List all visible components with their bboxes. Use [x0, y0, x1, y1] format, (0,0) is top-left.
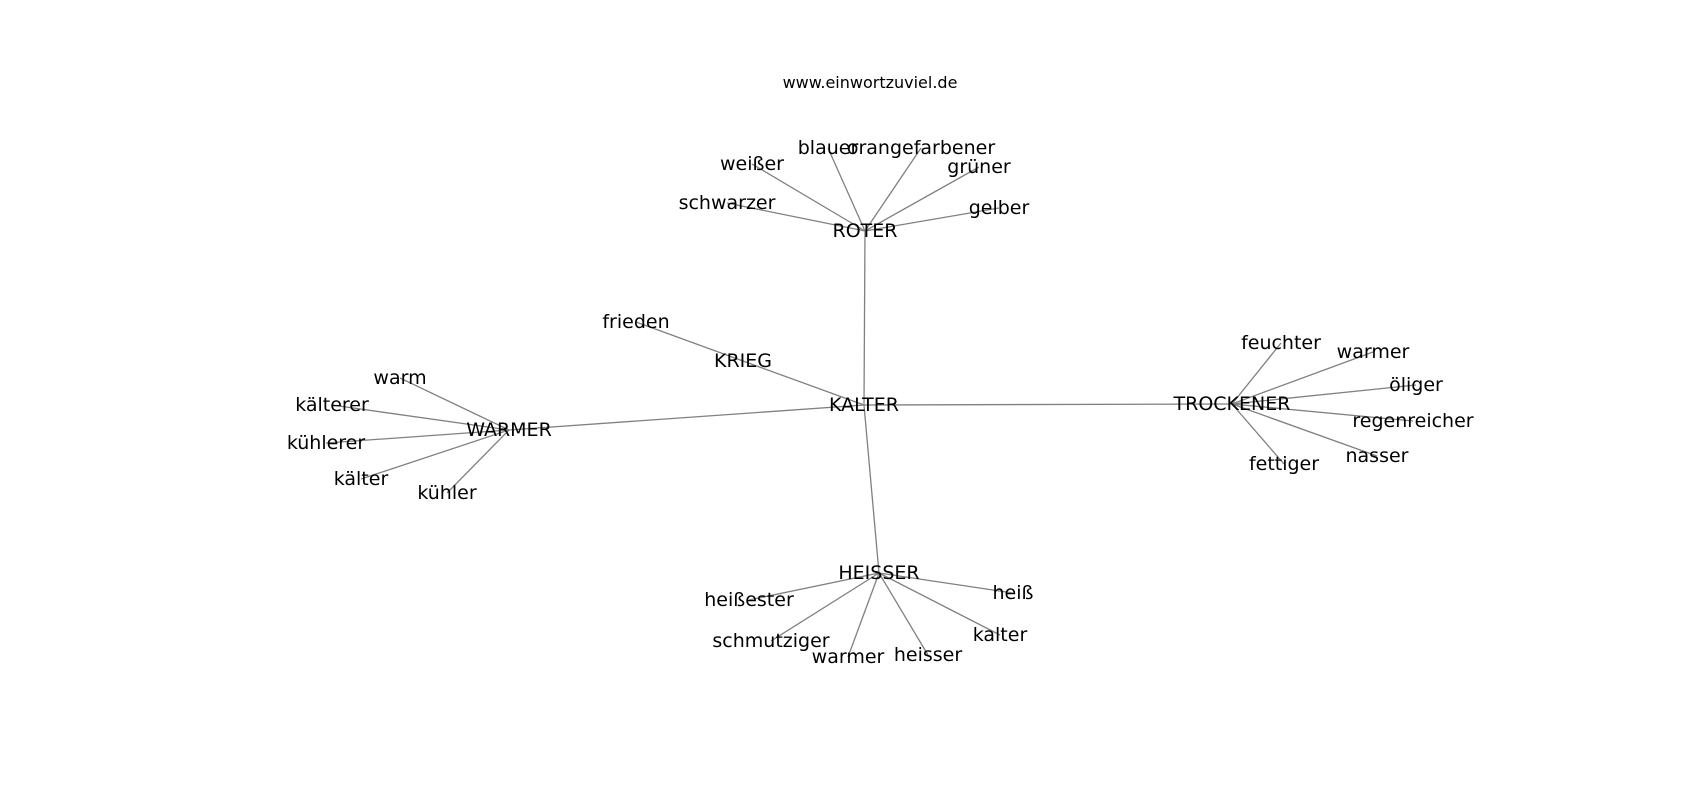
edge-krieg-frieden: [635, 321, 744, 362]
edge-kalter_center-trockener: [863, 403, 1233, 406]
edge-warmer_hub-kaelterer: [331, 404, 510, 431]
node-gruener: grüner: [947, 156, 1011, 178]
edge-trockener-warmer_leaf: [1231, 351, 1374, 405]
edge-kalter_center-warmer_hub: [508, 404, 865, 431]
node-warmer_leaf: warmer: [1337, 341, 1410, 363]
node-kaelterer: kälterer: [295, 394, 369, 416]
node-heisser_hub: HEISSER: [838, 562, 919, 584]
node-heiss: heiß: [993, 582, 1034, 604]
edge-roter-gelber: [864, 207, 1000, 232]
node-kalter_center: KALTER: [829, 394, 899, 416]
node-frieden: frieden: [602, 311, 669, 333]
edge-trockener-regenreicher: [1231, 403, 1414, 422]
edge-heisser_hub-kalter_leaf: [878, 572, 1001, 636]
node-kaelter: kälter: [334, 468, 389, 490]
node-warmer_hub: WARMER: [466, 419, 552, 441]
node-kalter_leaf: kalter: [973, 624, 1028, 646]
node-fettiger: fettiger: [1249, 453, 1319, 475]
node-blauer: blauer: [798, 137, 859, 159]
node-regenreicher: regenreicher: [1352, 410, 1473, 432]
edge-heisser_hub-warmer_leaf2: [847, 572, 880, 658]
edge-heisser_hub-heisser_leaf: [878, 572, 929, 656]
node-weisser: weißer: [720, 153, 784, 175]
node-kuehler: kühler: [417, 482, 476, 504]
node-gelber: gelber: [969, 197, 1030, 219]
edge-kalter_center-roter: [863, 230, 866, 406]
node-feuchter: feuchter: [1241, 332, 1321, 354]
labels-layer: KALTER ROTER KRIEG WARMER TROCKENER HEISSER bl…: [287, 137, 1474, 668]
edge-heisser_hub-schmutziger: [770, 572, 880, 642]
edge-roter-weisser: [751, 163, 866, 232]
site-title: www.einwortzuviel.de: [783, 73, 958, 92]
node-warmer_leaf2: warmer: [812, 646, 885, 668]
node-trockener: TROCKENER: [1173, 393, 1291, 415]
edge-trockener-fettiger: [1231, 403, 1285, 465]
node-roter: ROTER: [833, 220, 898, 242]
node-warm: warm: [373, 367, 426, 389]
edge-heisser_hub-heiss: [878, 572, 1014, 594]
edge-kalter_center-heisser_hub: [863, 404, 880, 574]
node-krieg: KRIEG: [714, 350, 772, 372]
edge-trockener-feuchter: [1231, 342, 1282, 405]
edge-trockener-nasser: [1231, 403, 1378, 457]
node-kuehlerer: kühlerer: [287, 432, 366, 454]
edge-trockener-oeliger: [1231, 384, 1417, 405]
edges-layer: [325, 147, 1417, 658]
node-oeliger: öliger: [1389, 374, 1443, 396]
node-schwarzer: schwarzer: [679, 192, 776, 214]
node-nasser: nasser: [1346, 445, 1409, 467]
edge-warmer_hub-warm: [399, 377, 510, 431]
edge-kalter_center-krieg: [742, 360, 865, 406]
edge-warmer_hub-kuehlerer: [325, 429, 510, 444]
edge-warmer_hub-kuehler: [446, 429, 510, 494]
node-heisser_leaf: heisser: [894, 644, 962, 666]
node-heissester: heißester: [704, 589, 794, 611]
edge-roter-blauer: [827, 147, 866, 232]
edge-warmer_hub-kaelter: [360, 429, 510, 480]
edge-roter-orangefarbener: [864, 147, 922, 232]
node-orangefarbener: orangefarbener: [847, 137, 995, 159]
edge-roter-schwarzer: [726, 202, 866, 232]
edge-heisser_hub-heissester: [748, 572, 880, 601]
node-schmutziger: schmutziger: [712, 630, 829, 652]
edge-roter-gruener: [864, 166, 980, 232]
